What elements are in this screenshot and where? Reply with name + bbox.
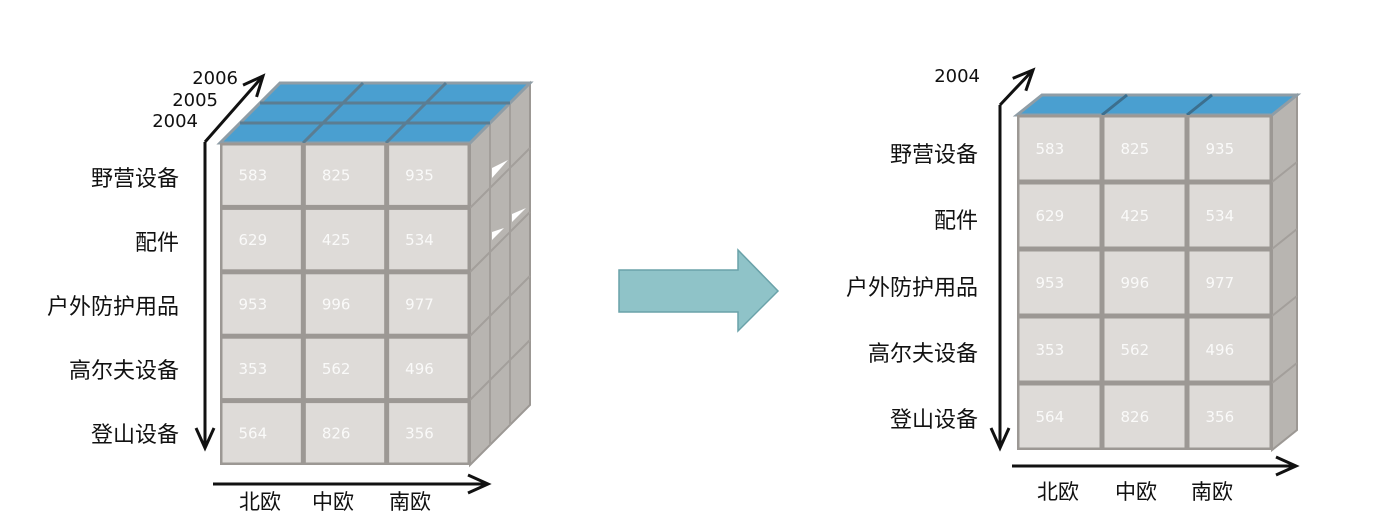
source-data-cube: 583 825 935 629 425 534 953 996 977 353 562 496 564 8… <box>216 80 534 468</box>
cube-cell-value: 977 <box>405 296 434 314</box>
year-label-2005: 2005 <box>172 90 218 111</box>
year-label-2004: 2004 <box>152 111 198 132</box>
slice-depth-axis-arrow <box>998 67 1036 107</box>
row-label: 登山设备 <box>91 423 179 448</box>
cube-cell-value: 425 <box>322 231 351 249</box>
cube-cell-value: 996 <box>1121 274 1150 292</box>
cube-cell <box>1104 318 1185 381</box>
cube-cell <box>1019 385 1100 448</box>
cube-cell <box>1019 184 1100 247</box>
cube-cell <box>222 209 301 270</box>
column-label: 南欧 <box>1191 480 1233 504</box>
cube-cell-value: 825 <box>1121 140 1150 158</box>
cube-cell-value: 977 <box>1206 274 1235 292</box>
cube-cell <box>1104 251 1185 314</box>
cube-cell-value: 825 <box>322 167 351 185</box>
slice-year-label: 2004 <box>934 66 980 87</box>
cube-cell <box>389 274 468 334</box>
column-label: 中欧 <box>1115 480 1157 504</box>
cube-cell <box>1104 184 1185 247</box>
cube-cell <box>305 274 385 334</box>
cube-cell-value: 356 <box>1206 408 1235 426</box>
cube-cell-value: 496 <box>1206 341 1235 359</box>
cube-cell-value: 564 <box>1036 408 1065 426</box>
cube-cell <box>389 403 468 463</box>
cube-cell-value: 629 <box>1036 207 1065 225</box>
slice-side-face <box>1271 92 1298 453</box>
cube-cell-value: 564 <box>239 424 268 442</box>
depth-axis-arrow <box>203 73 266 143</box>
cube-cell <box>1189 184 1270 247</box>
cube-cell-value: 353 <box>1036 341 1065 359</box>
cube-cell <box>389 338 468 399</box>
cube-cell-value: 583 <box>1036 140 1065 158</box>
cube-cell <box>222 338 301 399</box>
cube-cell <box>1189 318 1270 381</box>
cube-side-face <box>469 80 531 468</box>
cube-cell <box>1104 117 1185 180</box>
cube-cell <box>305 403 385 463</box>
row-label: 高尔夫设备 <box>69 359 179 384</box>
cube-cell-value: 826 <box>1121 408 1150 426</box>
cube-cell <box>389 145 468 205</box>
cube-cell-value: 996 <box>322 296 351 314</box>
row-label: 登山设备 <box>890 408 978 433</box>
cube-cell <box>1189 385 1270 448</box>
cube-cell-value: 583 <box>239 167 268 185</box>
cube-cell-value: 953 <box>239 296 268 314</box>
cube-cell-value: 935 <box>1206 140 1235 158</box>
cube-cell-value: 826 <box>322 424 351 442</box>
row-label: 野营设备 <box>890 143 978 168</box>
cube-cell-value: 562 <box>322 360 351 378</box>
slice-top-face <box>1012 93 1302 117</box>
row-label: 配件 <box>934 209 978 234</box>
cube-cell <box>1019 251 1100 314</box>
row-label: 配件 <box>135 231 179 256</box>
row-label: 高尔夫设备 <box>868 342 978 367</box>
column-label: 南欧 <box>389 490 431 514</box>
cube-cell-value: 935 <box>405 167 434 185</box>
cube-cell <box>222 145 301 205</box>
cube-cell <box>1019 318 1100 381</box>
cube-cell-value: 953 <box>1036 274 1065 292</box>
row-label: 户外防护用品 <box>846 276 978 301</box>
row-label: 户外防护用品 <box>47 295 179 320</box>
cube-cell <box>389 209 468 270</box>
row-label: 野营设备 <box>91 167 179 192</box>
cube-cell <box>222 403 301 463</box>
cube-cell-value: 562 <box>1121 341 1150 359</box>
cube-cell <box>1189 117 1270 180</box>
cube-cell <box>305 145 385 205</box>
cube-cell-value: 496 <box>405 360 434 378</box>
cube-cell-value: 534 <box>405 231 434 249</box>
cube-cell-value: 534 <box>1206 207 1235 225</box>
cube-cell-value: 353 <box>239 360 268 378</box>
cube-cell-value: 356 <box>405 424 434 442</box>
cube-cell-value: 629 <box>239 231 268 249</box>
year-label-2006: 2006 <box>192 68 238 89</box>
column-label: 中欧 <box>312 490 354 514</box>
column-label: 北欧 <box>239 490 281 514</box>
slice-transition-arrow <box>618 248 780 333</box>
slice-data-cube: 583 825 935 629 425 534 953 996 977 353 562 496 564 8… <box>1012 92 1302 453</box>
cube-cell-value: 425 <box>1121 207 1150 225</box>
cube-cell <box>1104 385 1185 448</box>
cube-cell <box>1189 251 1270 314</box>
cube-cell <box>222 274 301 334</box>
cube-cell <box>1019 117 1100 180</box>
cube-cell <box>305 209 385 270</box>
column-label: 北欧 <box>1037 480 1079 504</box>
cube-cell <box>305 338 385 399</box>
